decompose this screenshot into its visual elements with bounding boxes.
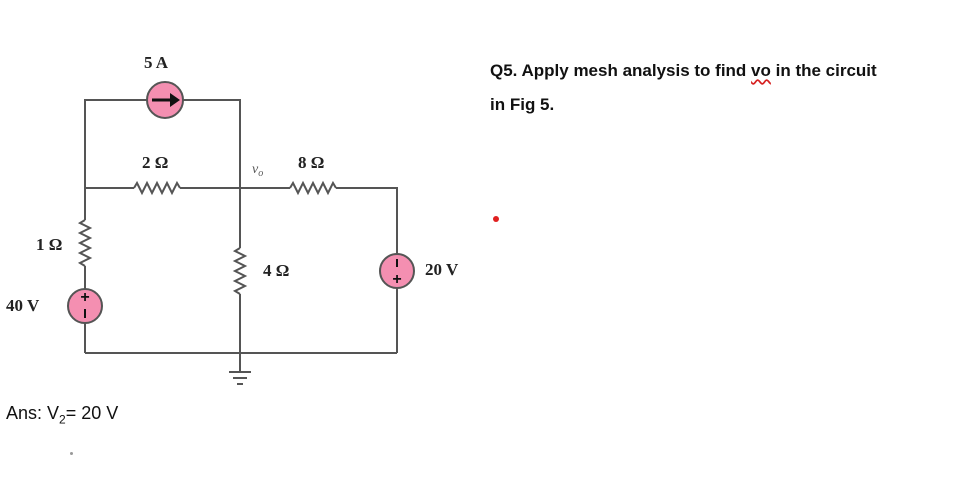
resistor-2ohm-symbol [133,180,181,196]
wire-top [84,99,147,188]
question-variable: vo [751,61,771,80]
wire-top-right [183,99,241,188]
label-current-source: 5 A [144,53,169,72]
label-voltage-40v: 40 V [6,296,40,315]
current-source [146,81,184,119]
voltage-source-40v: + [67,288,103,324]
wire-mid-right [336,187,398,254]
ground-symbol [229,371,251,385]
resistor-1ohm-symbol [77,219,93,267]
answer-text: Ans: V2= 20 V [6,403,119,427]
question-line-1: Q5. Apply mesh analysis to find vo in th… [490,61,877,80]
red-bullet-dot [493,216,499,222]
label-node-voltage: vo [252,162,263,179]
question-text: Q5. Apply mesh analysis to find vo in th… [490,54,950,122]
label-resistor-8ohm: 8 Ω [298,153,324,172]
label-resistor-1ohm: 1 Ω [36,235,62,254]
resistor-4ohm-symbol [232,247,248,295]
voltage-source-20v: + [379,253,415,289]
label-voltage-20v: 20 V [425,260,459,279]
svg-text:+: + [392,271,401,288]
label-resistor-2ohm: 2 Ω [142,153,168,172]
label-resistor-4ohm: 4 Ω [263,261,289,280]
svg-text:+: + [80,289,89,306]
stray-dot [70,452,73,455]
resistor-8ohm-symbol [289,180,337,196]
question-line-2: in Fig 5. [490,95,555,114]
